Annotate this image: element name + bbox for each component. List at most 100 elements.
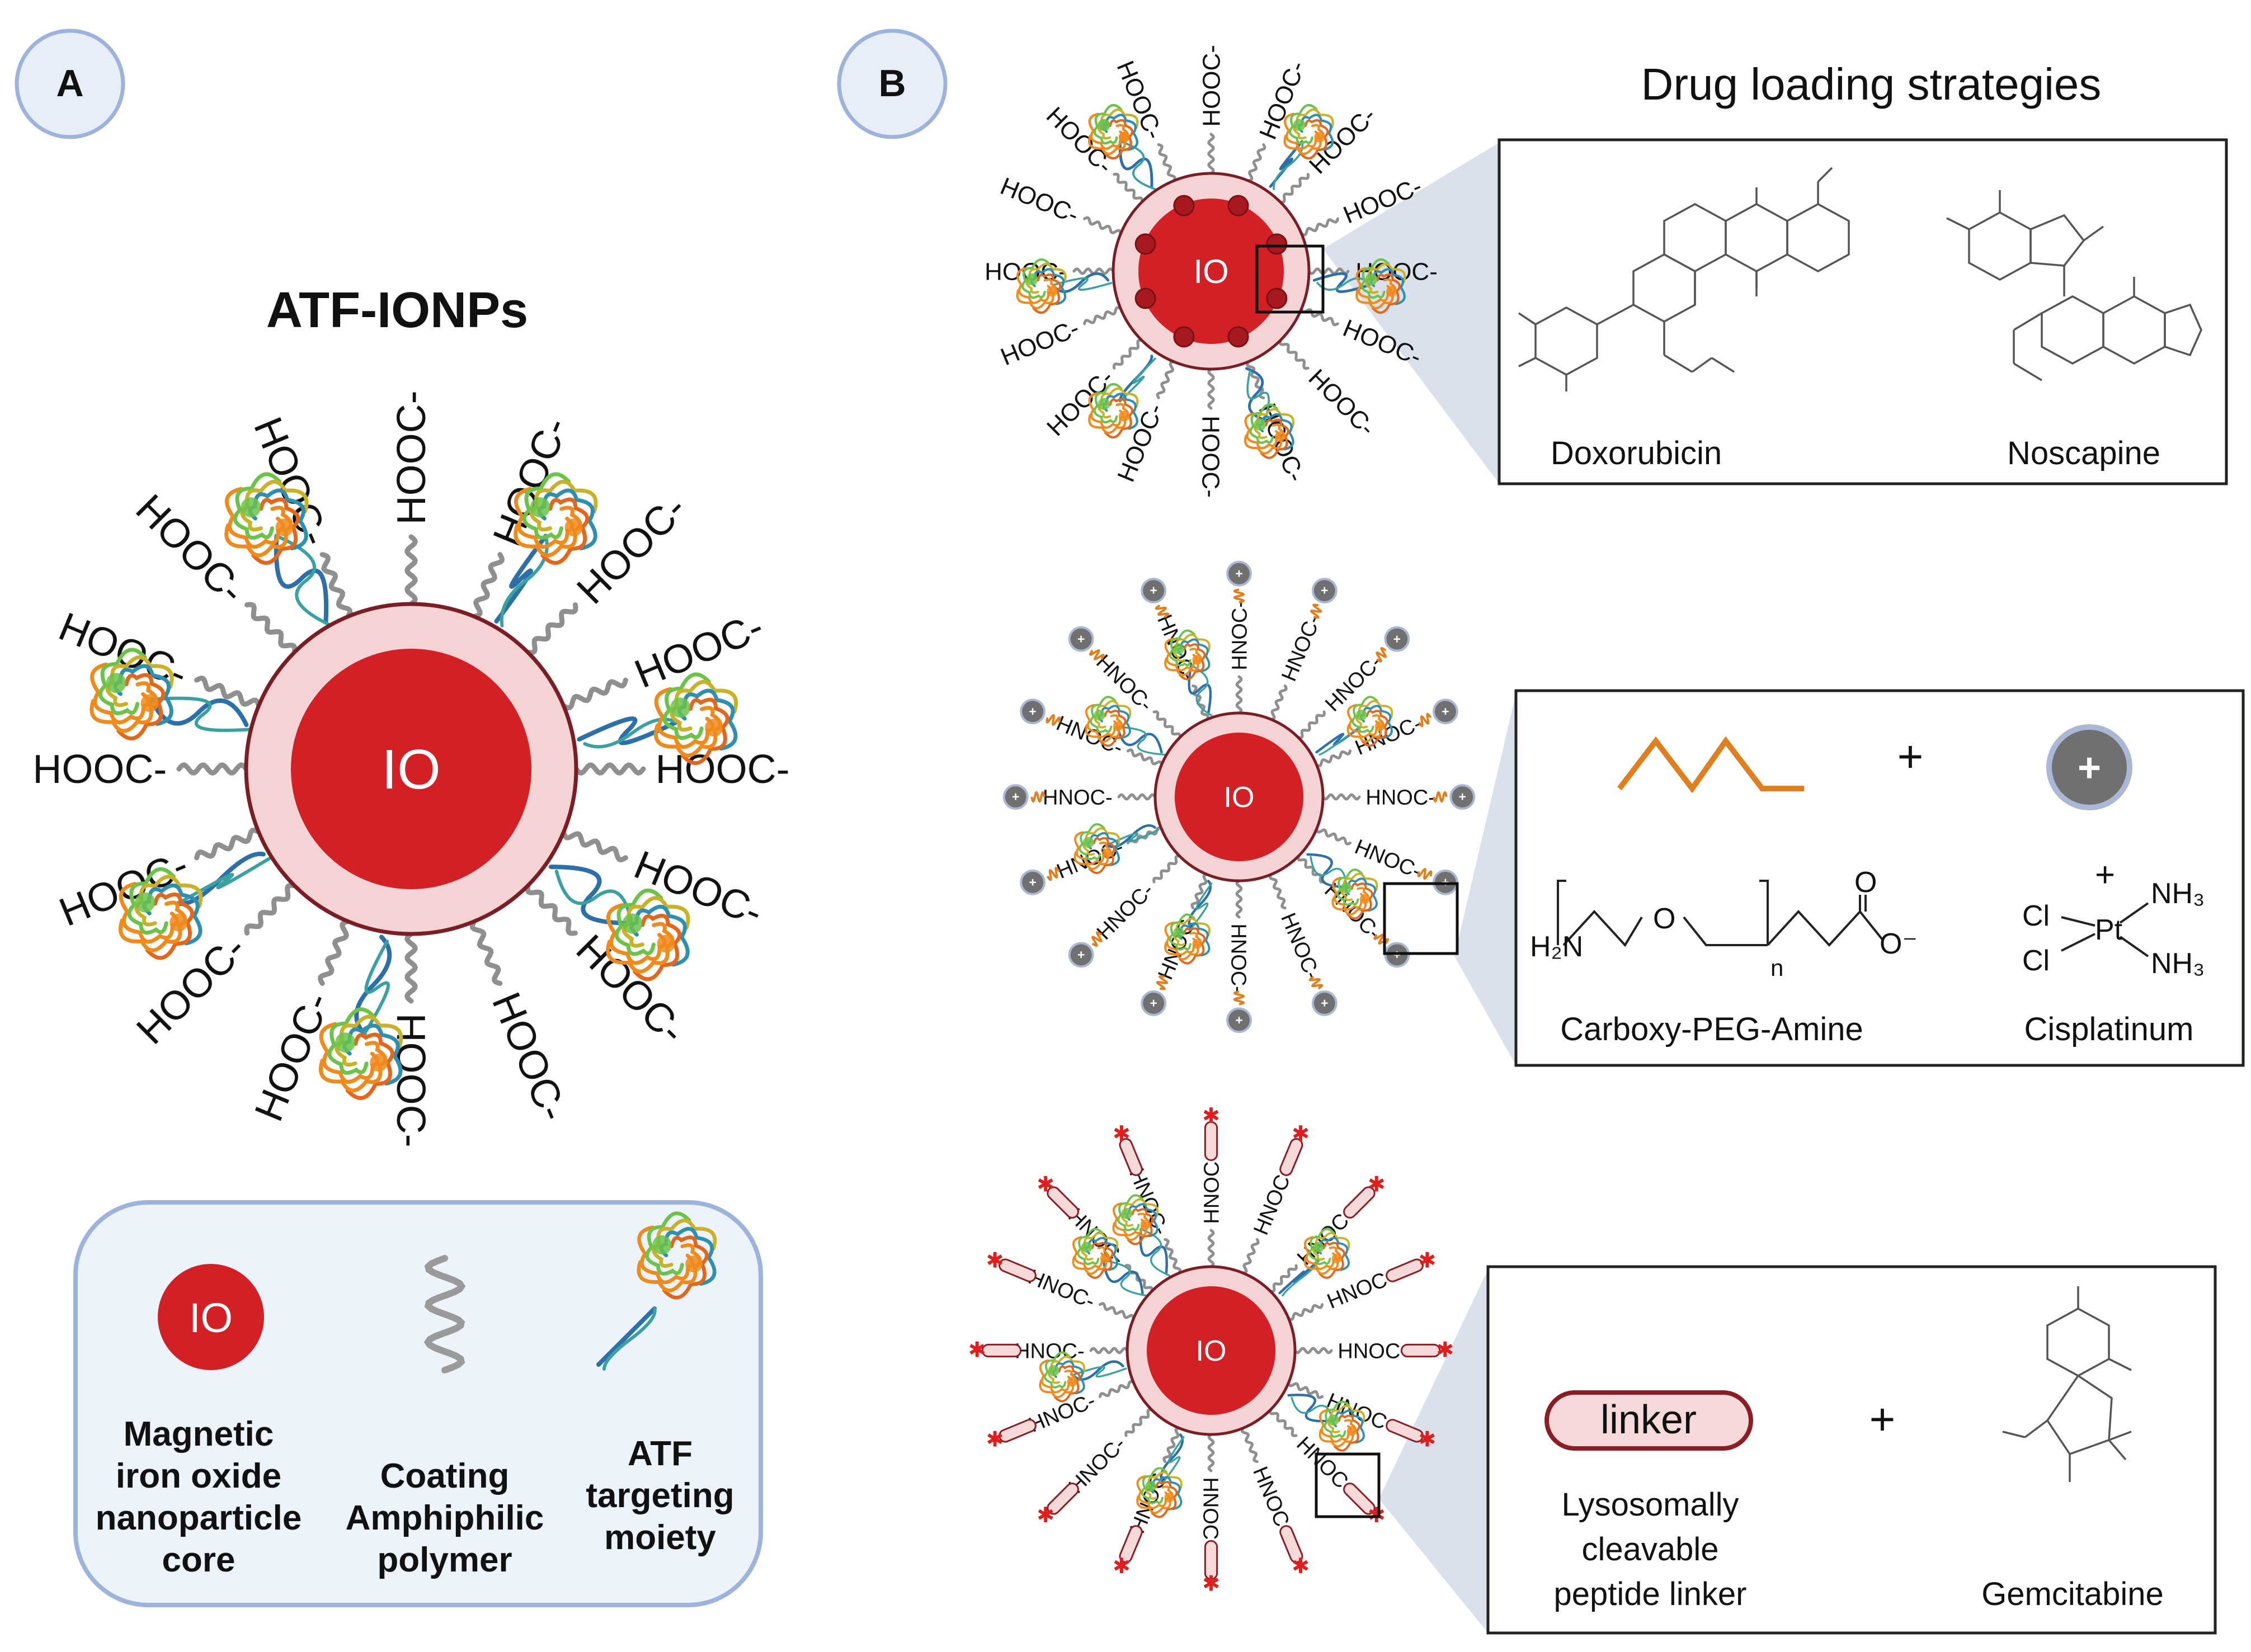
polymer-strand bbox=[1297, 710, 1326, 739]
ligand-label: HNOC- bbox=[1199, 1477, 1222, 1547]
callout-wedge-2 bbox=[1454, 693, 1516, 1065]
legend-core-caption-1: Magnetic bbox=[124, 1415, 274, 1453]
atf-protein-icon bbox=[90, 648, 254, 740]
ligand-label: HOOC- bbox=[1197, 416, 1225, 498]
polymer-strand bbox=[1287, 1381, 1324, 1399]
peg-chain bbox=[1156, 975, 1169, 990]
polymer-strand bbox=[1315, 749, 1352, 768]
atf-protein-icon bbox=[1072, 1228, 1147, 1297]
strategy-2-box bbox=[1514, 689, 2245, 1067]
zoom-marker-1 bbox=[1255, 244, 1325, 314]
legend-atf-caption-1: ATF bbox=[628, 1434, 693, 1473]
atf-protein-icon bbox=[1315, 696, 1393, 756]
callout-wedge-1 bbox=[1323, 143, 1499, 484]
iron-oxide-core bbox=[1175, 733, 1303, 861]
ligand-label: HOOC- bbox=[389, 390, 434, 525]
polymer-strand bbox=[1207, 1229, 1215, 1268]
cisplatin-cation bbox=[1433, 698, 1458, 725]
polymer-strand bbox=[1157, 143, 1176, 182]
atf-protein-icon bbox=[1287, 1394, 1365, 1452]
polymer-strand bbox=[1240, 1427, 1259, 1464]
polymer-strand bbox=[1089, 1347, 1129, 1354]
polymer-strand bbox=[1162, 1427, 1181, 1464]
panel-a-badge bbox=[15, 29, 125, 139]
peg-chain bbox=[1233, 588, 1245, 603]
nanoparticle-cisplatin-peg: HNOC-+HNOC-+HNOC-+HNOC-+HNOC-+HNOC-+HNOC… bbox=[1002, 560, 1476, 1033]
polymer-strand bbox=[472, 552, 505, 619]
cisplatin-cl-1: Cl bbox=[2022, 900, 2050, 932]
peptide-linker bbox=[1119, 1138, 1143, 1176]
linker-caption-1: Lysosomally bbox=[1562, 1486, 1739, 1523]
polymer-strand bbox=[1113, 172, 1144, 204]
atf-ionp-nanoparticle: HOOC-HOOC-HOOC-HOOC-HOOC-HOOC-HOOC-HOOC-… bbox=[32, 390, 789, 1147]
linker-caption-3: peptide linker bbox=[1554, 1576, 1747, 1612]
linker-caption-2: cleavable bbox=[1581, 1531, 1718, 1568]
strategy-1-box bbox=[1497, 138, 2228, 485]
peptide-linker bbox=[1119, 1525, 1143, 1563]
polymer-strand bbox=[1126, 826, 1163, 844]
gemcitabine-star: ✱ bbox=[1113, 1555, 1131, 1578]
panel-b-badge bbox=[837, 29, 948, 139]
polymer-strand bbox=[194, 827, 261, 861]
polymer-strand bbox=[1293, 1347, 1333, 1354]
gemcitabine-star: ✱ bbox=[1292, 1555, 1310, 1578]
ligand-label: HNOC- bbox=[1324, 1389, 1397, 1437]
atf-protein-icon bbox=[1039, 1351, 1127, 1403]
peg-chain bbox=[1376, 646, 1387, 663]
cation-sign: + bbox=[1321, 996, 1328, 1011]
cisplatin-cation bbox=[1141, 990, 1167, 1016]
polymer-strand bbox=[1268, 873, 1287, 910]
gemcitabine-star: ✱ bbox=[1292, 1122, 1310, 1146]
iron-oxide-core bbox=[291, 649, 531, 889]
drug-name-gemcitabine: Gemcitabine bbox=[1981, 1576, 2164, 1612]
polymer-strand bbox=[561, 829, 628, 862]
polymer-strand bbox=[1152, 855, 1181, 884]
polymer-strand bbox=[1307, 267, 1350, 275]
cation-sign: + bbox=[1235, 566, 1242, 580]
ligand-label: HNOC- bbox=[1200, 1154, 1223, 1224]
ligand-label: HOOC- bbox=[1198, 45, 1225, 127]
cation-sign: + bbox=[1393, 631, 1401, 646]
gemcitabine-star: ✱ bbox=[1368, 1173, 1386, 1197]
doxorubicin-loaded-dot bbox=[1227, 326, 1249, 348]
peptide-linker-symbol bbox=[1544, 1390, 1753, 1451]
atf-protein-icon bbox=[1136, 1433, 1185, 1518]
carboxy-peg-amine-structure: H₂N n O O O⁻ bbox=[1530, 866, 1918, 981]
atf-protein-icon bbox=[1269, 103, 1334, 191]
ligand-label: HOOC- bbox=[656, 747, 790, 792]
atf-protein-icon bbox=[1073, 823, 1159, 874]
ligand-label: HOOC- bbox=[997, 314, 1083, 371]
legend-core-caption-2: iron oxide bbox=[116, 1457, 281, 1495]
cation-sign: + bbox=[1029, 704, 1036, 719]
doxorubicin-loaded-dot bbox=[1227, 195, 1249, 216]
legend-polymer-caption-1: Coating bbox=[380, 1457, 510, 1495]
polymer-strand bbox=[1207, 367, 1215, 410]
cisplatin-cation bbox=[1068, 626, 1094, 652]
cation-sign: + bbox=[1150, 996, 1157, 1011]
legend-polymer-caption-3: polymer bbox=[377, 1541, 512, 1579]
peptide-linker bbox=[1386, 1258, 1424, 1282]
cisplatin-cation bbox=[1068, 942, 1094, 968]
cation-sign: + bbox=[1459, 790, 1466, 804]
cisplatin-cation bbox=[1311, 990, 1338, 1016]
polymer-strand bbox=[1156, 360, 1175, 399]
cisplatin-cation bbox=[1226, 1007, 1252, 1033]
peptide-linker bbox=[1204, 1540, 1218, 1580]
polymer-strand bbox=[176, 762, 249, 776]
gemcitabine-star: ✱ bbox=[986, 1428, 1004, 1451]
linker-name-carboxy-peg-amine: Carboxy-PEG-Amine bbox=[1560, 1011, 1863, 1047]
atf-protein-icon bbox=[1112, 1194, 1171, 1277]
peg-carbonyl-label: O bbox=[1854, 866, 1877, 899]
peptide-linker bbox=[999, 1419, 1037, 1443]
drug-name-doxorubicin: Doxorubicin bbox=[1551, 435, 1722, 471]
cation-sign: + bbox=[1321, 583, 1328, 598]
peptide-linker bbox=[1204, 1121, 1218, 1162]
ligand-label: HOOC- bbox=[1303, 364, 1381, 441]
doxorubicin-loaded-dot bbox=[1173, 195, 1195, 216]
gemcitabine-star: ✱ bbox=[968, 1338, 986, 1362]
polymer-strand bbox=[1300, 307, 1339, 327]
ligand-label: HNOC- bbox=[1015, 1339, 1085, 1363]
polymer-strand bbox=[1098, 1302, 1135, 1320]
doxorubicin-loaded-dot bbox=[1266, 287, 1288, 309]
